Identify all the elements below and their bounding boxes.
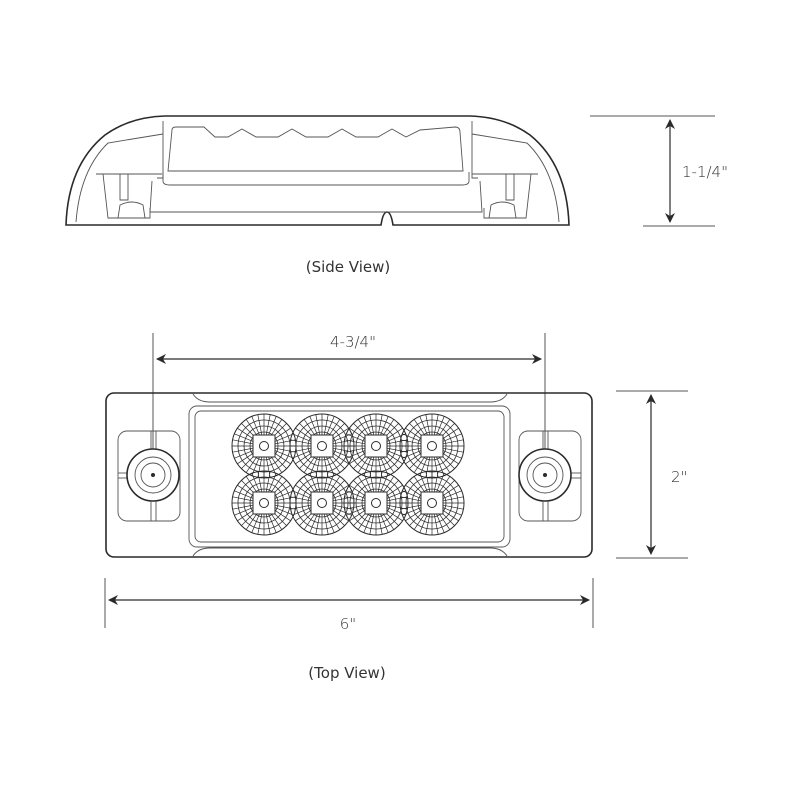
top-view: 4-3/4" <box>104 333 688 682</box>
mount-spacing-label: 4-3/4" <box>330 333 376 351</box>
top-height-label: 2" <box>671 468 687 486</box>
top-view-caption: (Top View) <box>308 664 385 682</box>
width-label: 6" <box>340 615 356 633</box>
led-array <box>231 413 465 536</box>
side-height-label: 1-1/4" <box>682 163 728 181</box>
side-view-outline <box>65 115 570 226</box>
left-mounting-hole <box>117 430 181 522</box>
side-view: 1-1/4" (Side View) <box>65 115 728 276</box>
side-view-caption: (Side View) <box>306 258 391 276</box>
top-view-body <box>105 392 593 558</box>
right-mounting-hole <box>518 430 582 522</box>
